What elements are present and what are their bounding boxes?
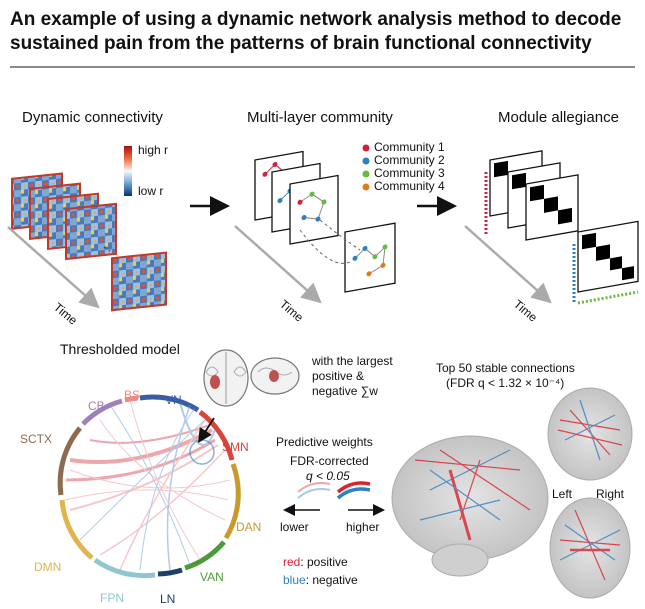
right-label: Right <box>596 487 625 501</box>
colorbar-high-label: high r <box>138 143 169 157</box>
network-label-van: VAN <box>200 570 224 584</box>
stable-connections-fdr: (FDR q < 1.32 × 10⁻⁴) <box>446 376 565 390</box>
community-3-label: Community 3 <box>374 166 445 180</box>
network-label-bs: BS <box>124 388 141 402</box>
network-label-fpn: FPN <box>100 591 124 605</box>
network-label-cb: CB <box>88 399 105 413</box>
lower-label: lower <box>280 520 309 534</box>
negative-key: blue: negative <box>283 573 358 587</box>
largest-line-3: negative ∑w <box>312 384 378 398</box>
title-divider <box>10 66 635 68</box>
time-axis-3 <box>464 225 552 304</box>
thresholded-model-title: Thresholded model <box>60 341 180 357</box>
stable-connections-title: Top 50 stable connections <box>436 361 575 375</box>
higher-label: higher <box>346 520 380 534</box>
figure-title: An example of using a dynamic network an… <box>10 9 622 54</box>
multilayer-community-label: Multi-layer community <box>247 109 393 126</box>
largest-line-1: with the largest <box>312 354 393 368</box>
q-threshold-label: q < 0.05 <box>306 469 350 483</box>
colorbar-low-label: low r <box>138 184 164 198</box>
community-legend-dots <box>362 144 370 191</box>
module-allegiance-label: Module allegiance <box>498 109 619 126</box>
positive-key: red: positive <box>283 555 348 569</box>
network-label-vn: VN <box>165 393 182 407</box>
chord-diagram <box>57 394 241 579</box>
network-label-dan: DAN <box>236 520 262 534</box>
community-1-label: Community 1 <box>374 140 445 154</box>
left-label: Left <box>552 487 573 501</box>
network-label-sctx: SCTX <box>20 432 53 446</box>
glass-brains <box>391 387 633 599</box>
community-2-label: Community 2 <box>374 153 445 167</box>
network-label-smn: SMN <box>222 440 249 454</box>
fdr-corrected-label: FDR-corrected <box>290 454 369 468</box>
network-label-ln: LN <box>160 592 176 606</box>
colorbar <box>124 146 132 196</box>
largest-line-2: positive & <box>312 369 365 383</box>
connectivity-matrices <box>11 172 167 312</box>
time-axis-1 <box>7 226 100 309</box>
predictive-weights-title: Predictive weights <box>276 435 373 449</box>
dynamic-connectivity-label: Dynamic connectivity <box>22 109 163 126</box>
brain-icons <box>203 349 300 407</box>
time-axis-2 <box>234 225 322 304</box>
weight-legend-lines <box>283 481 385 516</box>
network-label-dmn: DMN <box>34 560 62 574</box>
multilayer-networks <box>254 150 396 293</box>
community-4-label: Community 4 <box>374 179 445 193</box>
allegiance-matrices <box>484 150 639 305</box>
